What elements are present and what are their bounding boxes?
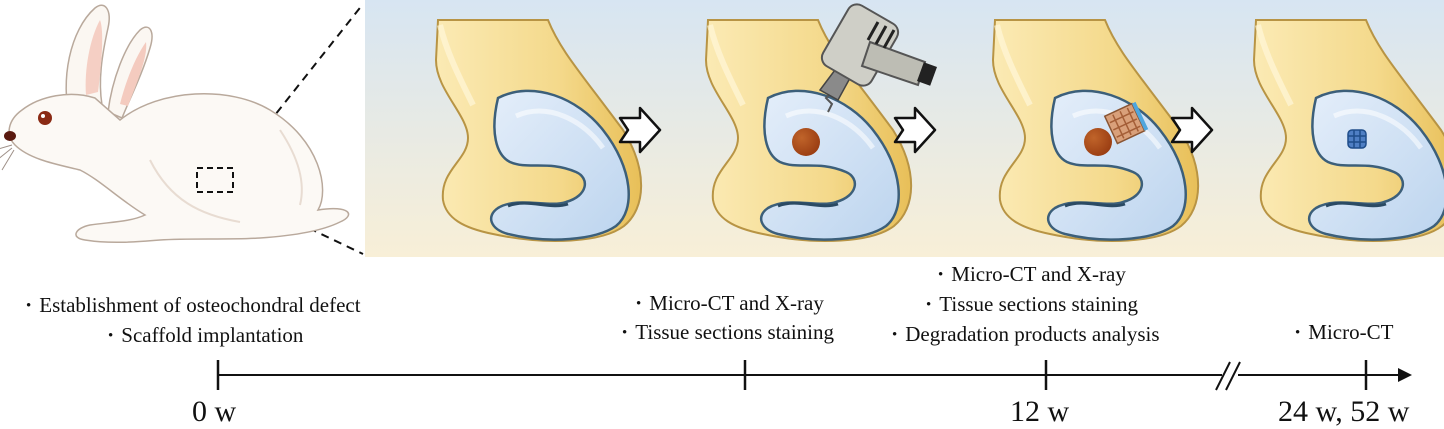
defect-stage	[706, 3, 937, 241]
timepoint-note: Micro-CT and X-ray	[938, 262, 1126, 287]
timepoint-note: Scaffold implantation	[108, 323, 303, 348]
note-text: Micro-CT	[1295, 320, 1393, 344]
timeline	[216, 360, 1412, 391]
note-text: Tissue sections staining	[622, 320, 834, 344]
rabbit-illustration	[0, 4, 350, 244]
implant-stage	[993, 20, 1198, 241]
timepoint-note: Degradation products analysis	[892, 322, 1160, 347]
repaired-stage	[1254, 20, 1444, 241]
timepoint-note: Tissue sections staining	[926, 292, 1138, 317]
scaffold-icon	[1103, 101, 1149, 145]
defect-hole	[792, 128, 820, 156]
note-text: Degradation products analysis	[892, 322, 1160, 346]
note-text: Scaffold implantation	[108, 323, 303, 347]
defect-hole	[1084, 128, 1112, 156]
note-text: Establishment of osteochondral defect	[26, 293, 361, 317]
tick-label: 24 w, 52 w	[1278, 395, 1410, 428]
note-text: Tissue sections staining	[926, 292, 1138, 316]
timepoint-note: Tissue sections staining	[622, 320, 834, 345]
axis-break	[1215, 361, 1241, 391]
timepoint-note: Micro-CT	[1295, 320, 1393, 345]
timeline-arrowhead	[1398, 368, 1412, 382]
scaffold-icon	[1347, 129, 1367, 149]
tick-label: 0 w	[192, 395, 237, 428]
note-text: Micro-CT and X-ray	[636, 291, 824, 315]
timepoint-note: Establishment of osteochondral defect	[26, 293, 361, 318]
drill-icon	[818, 3, 937, 113]
tick-label: 12 w	[1010, 395, 1070, 428]
timepoint-note: Micro-CT and X-ray	[636, 291, 824, 316]
note-text: Micro-CT and X-ray	[938, 262, 1126, 286]
